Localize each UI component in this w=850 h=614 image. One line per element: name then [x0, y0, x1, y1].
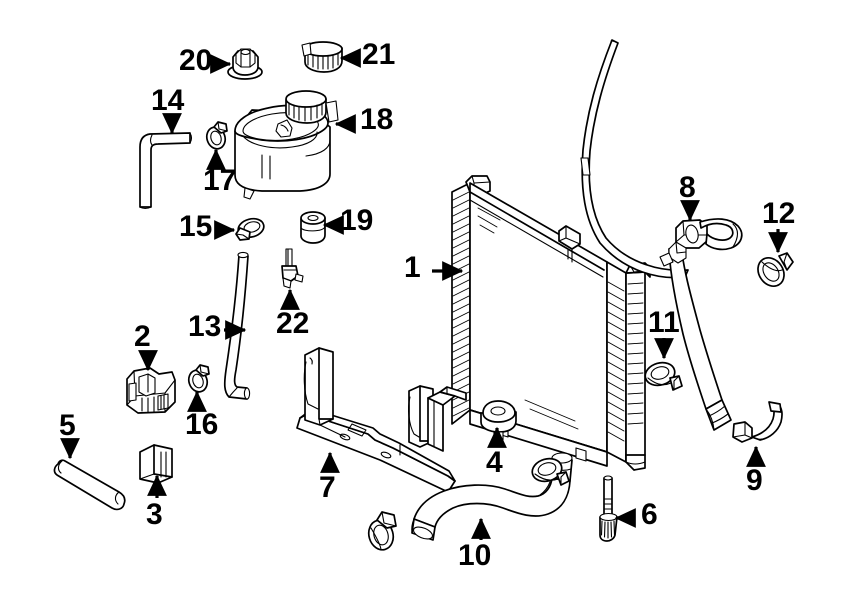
callout-label-5: 5	[59, 409, 76, 442]
vent-hose-part-14	[139, 132, 193, 210]
overflow-tube-part-13	[223, 251, 251, 400]
callout-label-18: 18	[360, 103, 394, 136]
hose-clamp-part-12-right	[757, 252, 794, 287]
callout-label-1: 1	[404, 251, 421, 284]
coolant-level-sensor-part-22	[281, 248, 304, 289]
bolt-part-6	[599, 475, 618, 542]
hose-clamp-part-12-lower	[367, 511, 397, 551]
callout-label-17: 17	[203, 164, 237, 197]
callout-label-22: 22	[276, 307, 310, 340]
callout-label-2: 2	[134, 320, 151, 353]
callout-label-10: 10	[458, 539, 492, 572]
expansion-tank-part-18	[234, 90, 339, 200]
callout-label-14: 14	[151, 84, 185, 117]
upper-hose-assembly-part-8	[580, 39, 743, 431]
hose-retaining-clip-part-9	[732, 401, 783, 443]
callout-label-15: 15	[179, 210, 213, 243]
callout-label-16: 16	[185, 408, 219, 441]
hose-clamp-part-15	[235, 217, 265, 241]
callout-label-7: 7	[319, 471, 336, 504]
hose-clamp-part-11-lower	[531, 457, 570, 486]
callout-label-4: 4	[486, 446, 503, 479]
air-deflector-shield-part-7	[296, 347, 467, 493]
callout-label-13: 13	[188, 310, 222, 343]
callout-label-9: 9	[746, 464, 763, 497]
callout-label-11: 11	[648, 306, 680, 339]
callout-arrows	[60, 48, 788, 540]
callout-label-3: 3	[146, 498, 163, 531]
flange-nut-part-20	[227, 48, 263, 80]
hose-clamp-part-11-right	[644, 361, 683, 391]
expansion-tank-cap-part-21	[301, 41, 343, 73]
callout-label-21: 21	[362, 38, 396, 71]
rubber-grommet-part-19	[300, 211, 326, 244]
callout-label-8: 8	[679, 171, 696, 204]
support-rod-part-5	[53, 459, 126, 511]
callout-label-12: 12	[762, 197, 796, 230]
callout-label-6: 6	[641, 498, 658, 531]
coolant-module-bracket-part-2	[126, 367, 176, 414]
callout-label-20: 20	[179, 44, 213, 77]
hose-clamp-part-16	[187, 364, 210, 393]
callout-label-19: 19	[340, 204, 374, 237]
hose-clamp-part-17	[205, 121, 228, 150]
